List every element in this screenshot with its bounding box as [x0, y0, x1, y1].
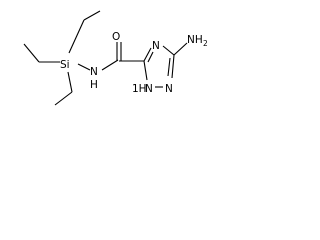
bond-ethyl3-ch2-ch3	[54, 91, 73, 106]
atom-ring-n1: N	[145, 83, 153, 95]
atom-amino-nh: NH	[187, 34, 203, 46]
atom-ring-n2: N	[165, 83, 173, 95]
atom-si: Si	[60, 59, 70, 71]
bond-si-ethyl1-ch2	[68, 19, 85, 54]
atom-amide-h: H	[90, 79, 98, 91]
atom-ring-n4: N	[152, 40, 160, 52]
bond-c3-n2-inner	[167, 57, 171, 77]
bond-c3-n2	[171, 54, 175, 79]
atom-amide-n: N	[90, 66, 98, 78]
bond-n1-c5	[143, 60, 148, 81]
atom-ring-n1-h: 1H	[132, 83, 147, 95]
atom-carbonyl-o: O	[112, 31, 120, 43]
bond-ethyl1-ch2-ch3	[83, 10, 101, 21]
atom-amino-sub: 2	[203, 39, 208, 48]
bond-c5-n4-inner	[147, 51, 154, 63]
bond-amide-n-carbonyl-c	[101, 59, 119, 71]
bond-c3-amino-n	[173, 42, 188, 56]
bond-ethyl2-ch2-ch3	[23, 43, 40, 63]
bond-n4-c3	[162, 45, 175, 56]
bond-si-amide-n	[77, 63, 91, 71]
bond-c5-n4	[143, 47, 152, 62]
bond-si-ethyl3-ch2	[67, 71, 73, 93]
structure-diagram: Si N H O N 1H N N NH 2	[0, 0, 250, 125]
